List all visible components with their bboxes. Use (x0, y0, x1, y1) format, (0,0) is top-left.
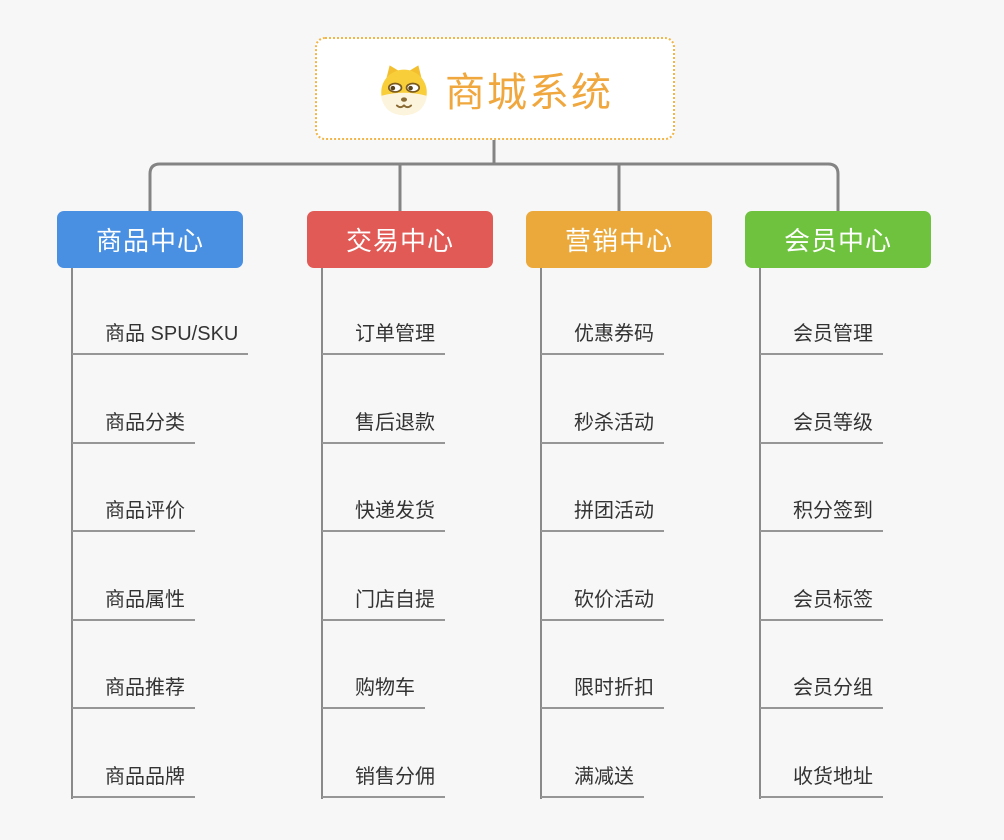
doge-icon (381, 64, 427, 115)
child-label: 会员标签 (760, 590, 883, 621)
child-node[interactable]: 优惠券码 (541, 267, 664, 356)
child-label: 限时折扣 (541, 678, 664, 710)
child-node[interactable]: 商品推荐 (72, 621, 248, 710)
child-node[interactable]: 门店自提 (322, 532, 445, 621)
child-node[interactable]: 快递发货 (322, 444, 445, 533)
child-label: 商品品牌 (72, 767, 195, 799)
child-label: 快递发货 (322, 501, 445, 533)
child-label: 秒杀活动 (541, 413, 664, 444)
branch-children: 会员管理 会员等级 积分签到 会员标签 会员分组 收货地址 (760, 267, 883, 799)
child-label: 商品评价 (72, 501, 195, 533)
child-node[interactable]: 砍价活动 (541, 532, 664, 621)
child-node[interactable]: 拼团活动 (541, 444, 664, 533)
branch-node-marketing[interactable]: 营销中心 (526, 211, 712, 268)
child-label: 积分签到 (760, 501, 883, 533)
branch-node-trade[interactable]: 交易中心 (307, 211, 493, 268)
child-node[interactable]: 秒杀活动 (541, 355, 664, 444)
branch-children: 商品 SPU/SKU 商品分类 商品评价 商品属性 商品推荐 商品品牌 (72, 267, 249, 799)
root-node[interactable]: 商城系统 (315, 37, 675, 140)
child-node[interactable]: 收货地址 (760, 709, 883, 799)
child-label: 砍价活动 (541, 590, 664, 621)
child-label: 优惠券码 (541, 324, 664, 356)
child-node[interactable]: 会员标签 (760, 532, 883, 621)
child-node[interactable]: 商品分类 (72, 355, 248, 444)
branch-children: 订单管理 售后退款 快递发货 门店自提 购物车 销售分佣 (322, 267, 445, 799)
child-label: 拼团活动 (541, 501, 664, 533)
child-label: 商品推荐 (72, 678, 195, 710)
child-label: 购物车 (322, 678, 425, 710)
branch-label: 商品中心 (95, 226, 204, 256)
branch-spine (71, 268, 73, 799)
root-title: 商城系统 (445, 70, 613, 115)
branch-spine (540, 268, 542, 799)
child-node[interactable]: 会员等级 (760, 355, 883, 444)
child-node[interactable]: 满减送 (541, 709, 664, 799)
child-label: 收货地址 (760, 767, 883, 799)
branch-children: 优惠券码 秒杀活动 拼团活动 砍价活动 限时折扣 满减送 (541, 267, 664, 799)
branch-group-marketing: 营销中心 优惠券码 秒杀活动 拼团活动 砍价活动 限时折扣 满减送 (526, 211, 712, 799)
branch-spine (759, 268, 761, 799)
child-node[interactable]: 售后退款 (322, 355, 445, 444)
child-node[interactable]: 商品评价 (72, 444, 248, 533)
branch-spine (321, 268, 323, 799)
branch-group-products: 商品中心 商品 SPU/SKU 商品分类 商品评价 商品属性 商品推荐 商品品牌 (57, 211, 249, 799)
child-label: 门店自提 (322, 590, 445, 621)
child-node[interactable]: 商品 SPU/SKU (72, 267, 249, 356)
child-node[interactable]: 商品属性 (72, 532, 248, 621)
branch-node-products[interactable]: 商品中心 (57, 211, 243, 268)
branch-group-trade: 交易中心 订单管理 售后退款 快递发货 门店自提 购物车 销售分佣 (307, 211, 493, 799)
child-label: 会员分组 (760, 678, 883, 710)
branch-node-members[interactable]: 会员中心 (745, 211, 931, 268)
child-node[interactable]: 订单管理 (322, 267, 445, 356)
branch-label: 营销中心 (564, 226, 673, 256)
child-label: 商品 SPU/SKU (72, 324, 249, 356)
child-label: 订单管理 (322, 324, 445, 356)
child-label: 商品属性 (72, 590, 195, 621)
child-label: 商品分类 (72, 413, 195, 444)
child-node[interactable]: 会员管理 (760, 267, 883, 356)
child-label: 销售分佣 (322, 767, 445, 799)
child-node[interactable]: 会员分组 (760, 621, 883, 710)
child-node[interactable]: 购物车 (322, 621, 445, 710)
child-node[interactable]: 商品品牌 (72, 709, 248, 799)
branch-group-members: 会员中心 会员管理 会员等级 积分签到 会员标签 会员分组 收货地址 (745, 211, 931, 799)
child-label: 会员等级 (760, 413, 883, 444)
child-node[interactable]: 积分签到 (760, 444, 883, 533)
branch-label: 交易中心 (345, 226, 454, 256)
child-label: 满减送 (541, 767, 644, 799)
child-label: 会员管理 (760, 324, 883, 356)
child-label: 售后退款 (322, 413, 445, 444)
child-node[interactable]: 销售分佣 (322, 709, 445, 799)
branch-label: 会员中心 (783, 226, 892, 256)
child-node[interactable]: 限时折扣 (541, 621, 664, 710)
